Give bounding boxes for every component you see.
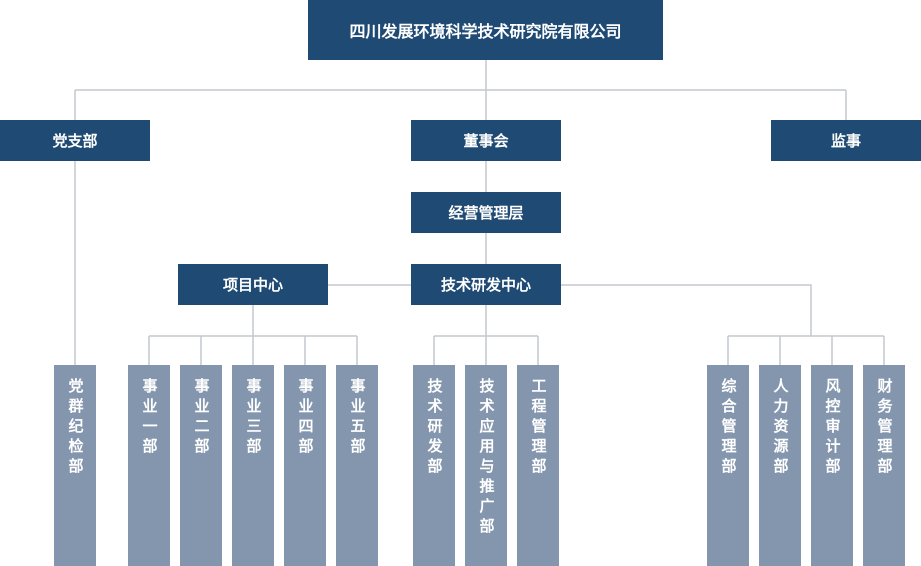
dept-label: 事业四部 — [296, 378, 315, 458]
party-branch-node: 党支部 — [0, 120, 150, 161]
dept-label: 风控审计部 — [823, 378, 842, 478]
supervisor-label: 监事 — [830, 132, 861, 150]
supervisor-node: 监事 — [771, 120, 921, 161]
dept-label: 综合管理部 — [719, 378, 738, 478]
dept-tech-app: 技术应用与推广部 — [465, 365, 507, 566]
dept-label: 事业三部 — [244, 378, 263, 458]
dept-tech-rd: 技术研发部 — [413, 365, 455, 566]
party-branch-label: 党支部 — [52, 132, 98, 150]
dept-risk: 风控审计部 — [811, 365, 853, 566]
dept-label: 事业一部 — [140, 378, 159, 458]
company-node: 四川发展环境科学技术研究院有限公司 — [308, 0, 663, 60]
dept-biz1: 事业一部 — [128, 365, 170, 566]
company-label: 四川发展环境科学技术研究院有限公司 — [349, 22, 622, 41]
management-node: 经营管理层 — [411, 192, 561, 233]
dept-general: 综合管理部 — [707, 365, 749, 566]
dept-label: 事业二部 — [192, 378, 211, 458]
project-center-label: 项目中心 — [222, 276, 283, 294]
dept-label: 财务管理部 — [875, 378, 894, 478]
board-label: 董事会 — [463, 132, 509, 150]
rd-center-label: 技术研发中心 — [440, 276, 531, 294]
dept-label: 党群纪检部 — [66, 378, 85, 478]
dept-hr: 人力资源部 — [759, 365, 801, 566]
dept-label: 技术应用与推广部 — [477, 378, 496, 538]
board-node: 董事会 — [411, 120, 561, 161]
dept-biz3: 事业三部 — [232, 365, 274, 566]
dept-label: 事业五部 — [348, 378, 367, 458]
management-label: 经营管理层 — [448, 204, 524, 222]
dept-label: 人力资源部 — [771, 378, 790, 478]
project-center-node: 项目中心 — [178, 264, 328, 305]
dept-finance: 财务管理部 — [863, 365, 905, 566]
dept-biz2: 事业二部 — [180, 365, 222, 566]
rd-center-node: 技术研发中心 — [411, 264, 561, 305]
dept-biz4: 事业四部 — [284, 365, 326, 566]
dept-party-discipline: 党群纪检部 — [54, 365, 96, 566]
dept-label: 技术研发部 — [425, 378, 444, 478]
dept-biz5: 事业五部 — [336, 365, 378, 566]
dept-label: 工程管理部 — [529, 378, 548, 478]
dept-engineering: 工程管理部 — [517, 365, 559, 566]
